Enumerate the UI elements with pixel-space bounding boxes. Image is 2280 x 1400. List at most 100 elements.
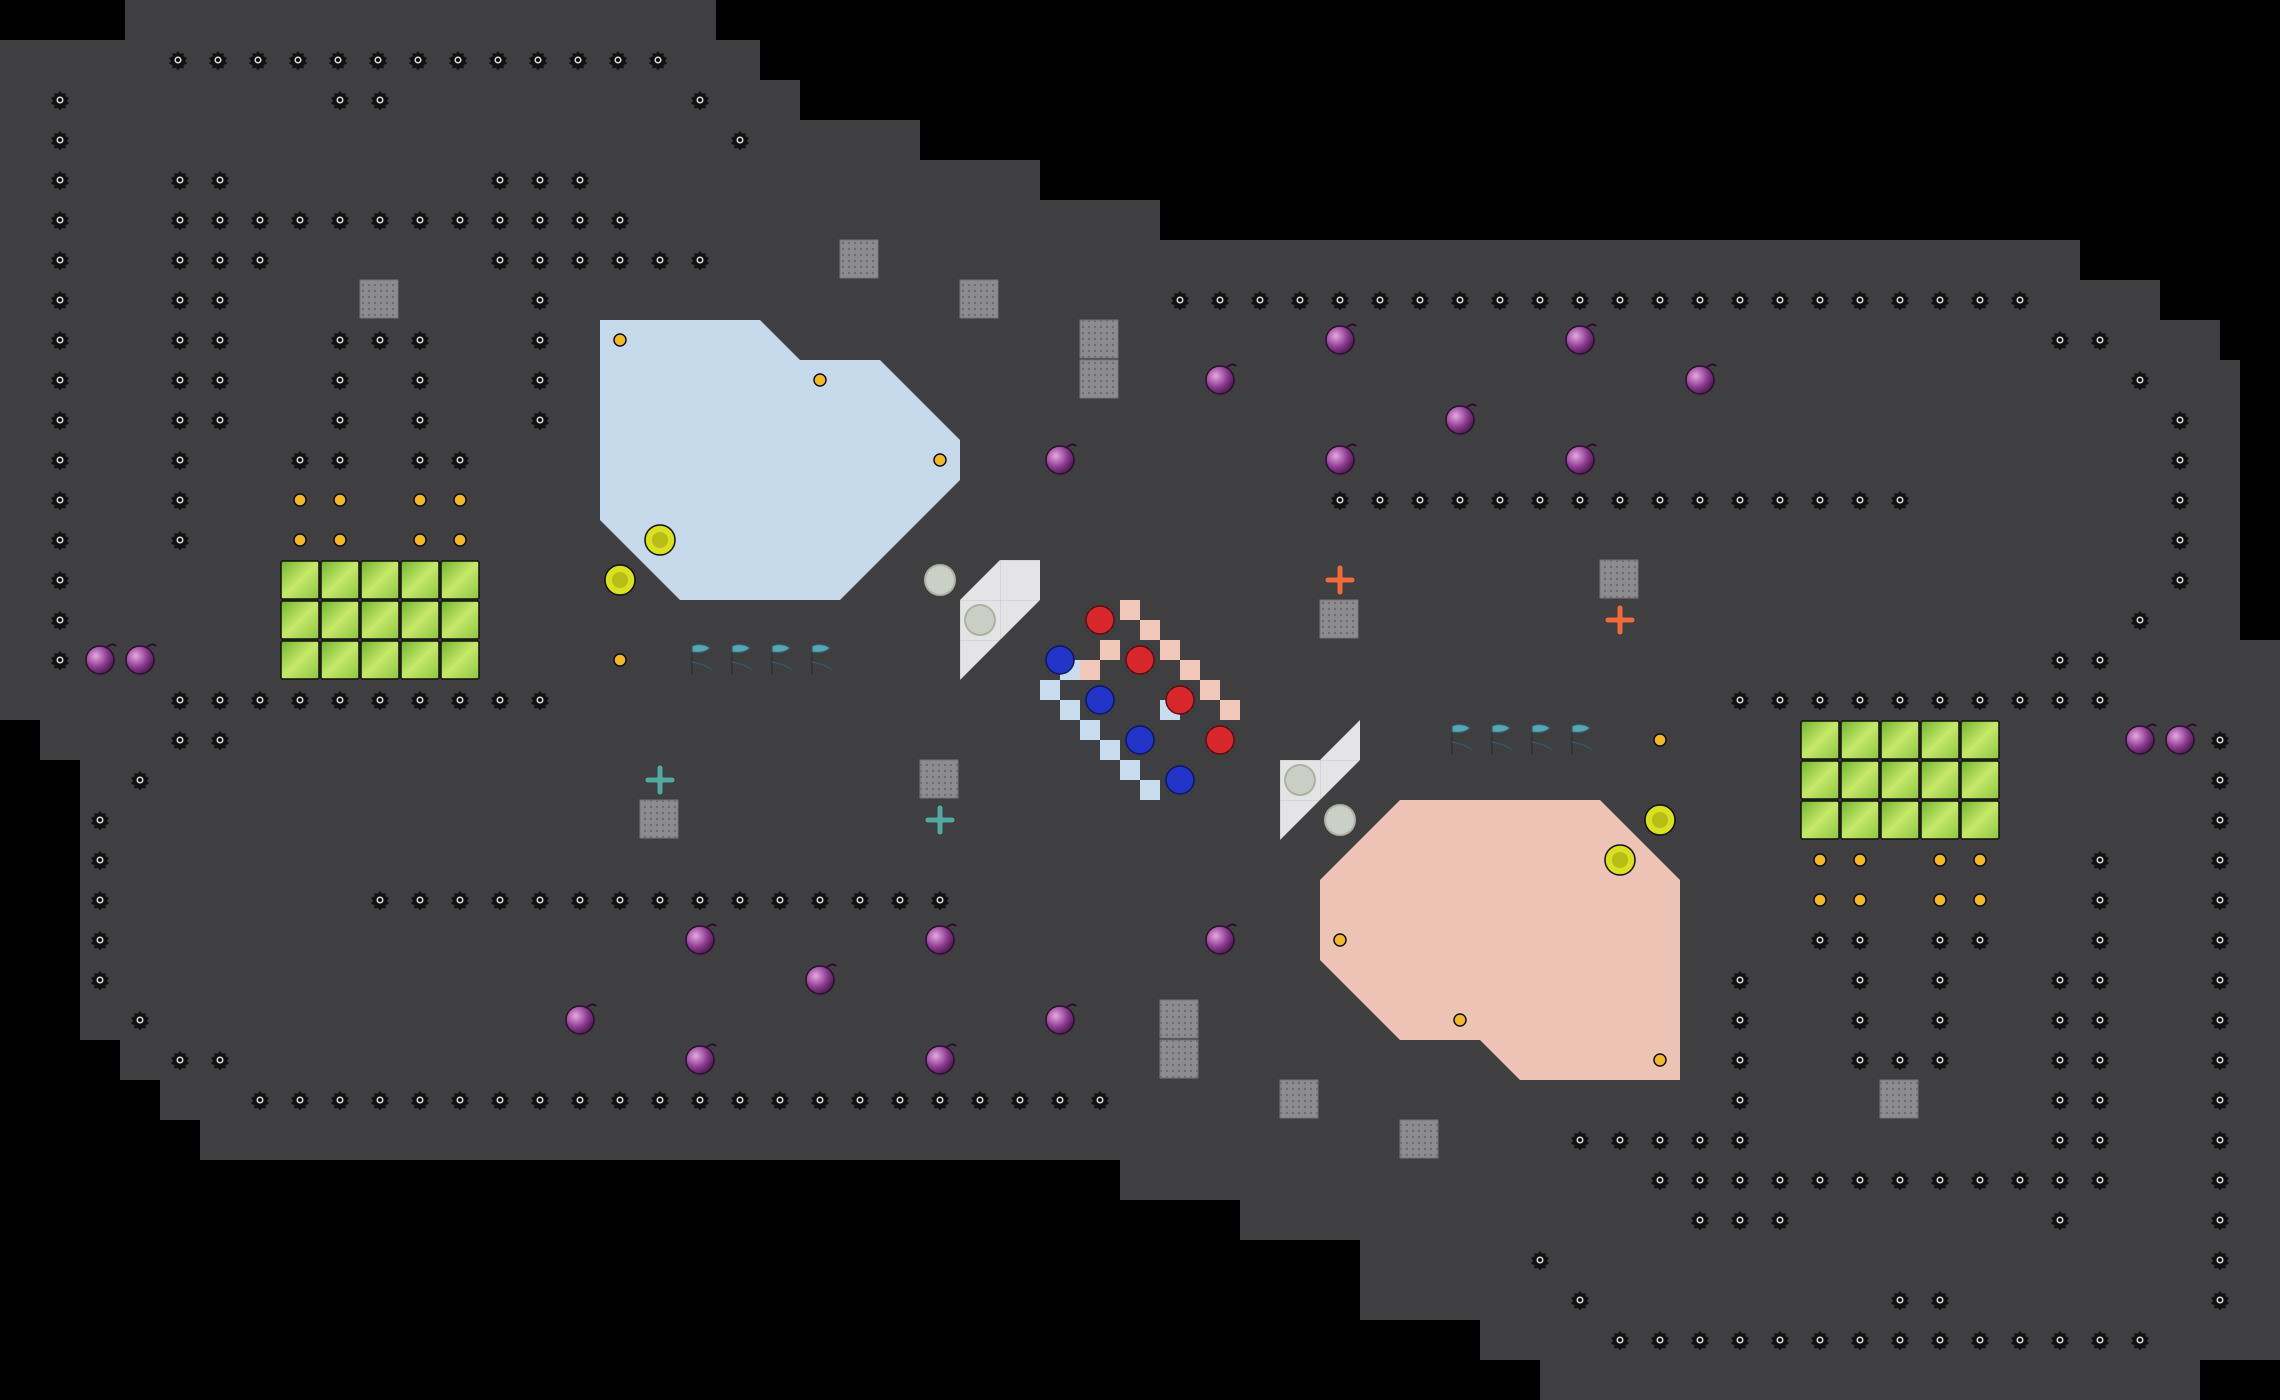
object-layer	[50, 50, 2230, 1351]
bomb-body	[1205, 925, 1235, 955]
blue-ball-2	[1085, 685, 1115, 715]
red-spawn-tile	[1200, 680, 1220, 700]
bomb-icon	[925, 1043, 957, 1075]
bomb-icon	[1205, 923, 1237, 955]
bomb-body	[925, 1045, 955, 1075]
button-tile-icon	[839, 239, 879, 279]
bomb-icon	[1325, 323, 1357, 355]
gate-tile-icon	[440, 640, 480, 680]
bomb-body	[805, 965, 835, 995]
blue-spawn-tile	[1120, 760, 1140, 780]
bomb-icon	[1565, 443, 1597, 475]
bomb-fuse	[1225, 923, 1237, 929]
bomb-icon	[2165, 723, 2197, 755]
boost-icon	[604, 564, 636, 596]
powerup-token-icon	[1853, 853, 1867, 867]
powerup-token-icon	[933, 453, 947, 467]
gate-tile-icon	[400, 560, 440, 600]
team-boost-hub	[1336, 576, 1344, 584]
bomb-fuse	[2145, 723, 2157, 729]
gate-tile-icon	[360, 600, 400, 640]
red-spawn-tile	[1100, 640, 1120, 660]
button-tile-icon	[1159, 1039, 1199, 1079]
button-tile-icon	[359, 279, 399, 319]
portal-icon	[924, 564, 956, 596]
bomb-body	[685, 1045, 715, 1075]
button-tile-icon	[639, 799, 679, 839]
red-ball-2	[1125, 645, 1155, 675]
boost-icon	[1644, 804, 1676, 836]
portal-icon	[1324, 804, 1356, 836]
flag-tail	[1491, 741, 1513, 751]
flag-icon	[691, 643, 713, 674]
gate-tile-icon	[320, 640, 360, 680]
bomb-icon	[925, 923, 957, 955]
flag-cloth	[691, 643, 711, 654]
team-boost-hub	[1616, 616, 1624, 624]
gate-tile-icon	[1840, 720, 1880, 760]
blue-base-pocket	[960, 560, 1040, 680]
gate-tile-icon	[320, 600, 360, 640]
bomb-fuse	[1705, 363, 1717, 369]
bomb-icon	[1445, 403, 1477, 435]
flag-cloth	[1491, 723, 1511, 734]
bomb-body	[685, 925, 715, 955]
portal-icon	[1284, 764, 1316, 796]
flag-icon	[1531, 723, 1553, 754]
flag-tail	[691, 661, 713, 671]
blue-ball-1	[1045, 645, 1075, 675]
blue-spawn-tile	[1040, 680, 1060, 700]
boost-core	[1652, 812, 1668, 828]
blue-spawn-tile	[1060, 700, 1080, 720]
bomb-fuse	[1065, 443, 1077, 449]
bomb-body	[125, 645, 155, 675]
powerup-token-icon	[333, 533, 347, 547]
flag-tail	[811, 661, 833, 671]
button-tile-icon	[1879, 1079, 1919, 1119]
bomb-body	[2165, 725, 2195, 755]
gate-tile-icon	[1880, 800, 1920, 840]
bomb-icon	[1205, 363, 1237, 395]
red-spawn-tile	[1120, 600, 1140, 620]
red-spawn-tile	[1220, 700, 1240, 720]
flag-tail	[731, 661, 753, 671]
boost-core	[612, 572, 628, 588]
bomb-icon	[685, 1043, 717, 1075]
team-boost-hub	[936, 816, 944, 824]
flag-cloth	[1451, 723, 1471, 734]
powerup-token-icon	[1453, 1013, 1467, 1027]
team-boost-icon	[1605, 605, 1635, 635]
bomb-fuse	[105, 643, 117, 649]
boost-icon	[1604, 844, 1636, 876]
gate-tile-icon	[440, 560, 480, 600]
button-tile-icon	[1159, 999, 1199, 1039]
right-pillar	[1882, 840, 1918, 1040]
powerup-token-icon	[613, 653, 627, 667]
button-tile-icon	[1319, 599, 1359, 639]
red-ball-1	[1085, 605, 1115, 635]
bomb-icon	[125, 643, 157, 675]
team-boost-icon	[1325, 565, 1355, 595]
button-tile-icon	[1079, 359, 1119, 399]
blue-spawn-tile	[1080, 720, 1100, 740]
flag-cloth	[811, 643, 831, 654]
boost-core	[652, 532, 668, 548]
red-base-interior	[1320, 800, 1680, 1080]
flag-icon	[811, 643, 833, 674]
flag-icon	[1491, 723, 1513, 754]
button-tile-icon	[919, 759, 959, 799]
red-spawn-tile	[1140, 620, 1160, 640]
powerup-token-icon	[1973, 853, 1987, 867]
left-pillar	[360, 360, 396, 560]
bomb-icon	[565, 1003, 597, 1035]
bomb-fuse	[1345, 323, 1357, 329]
flag-tail	[1451, 741, 1473, 751]
bomb-body	[1565, 325, 1595, 355]
gate-tile-icon	[1800, 760, 1840, 800]
bomb-icon	[1045, 1003, 1077, 1035]
bomb-icon	[1565, 323, 1597, 355]
flag-cloth	[1571, 723, 1591, 734]
bomb-fuse	[705, 1043, 717, 1049]
